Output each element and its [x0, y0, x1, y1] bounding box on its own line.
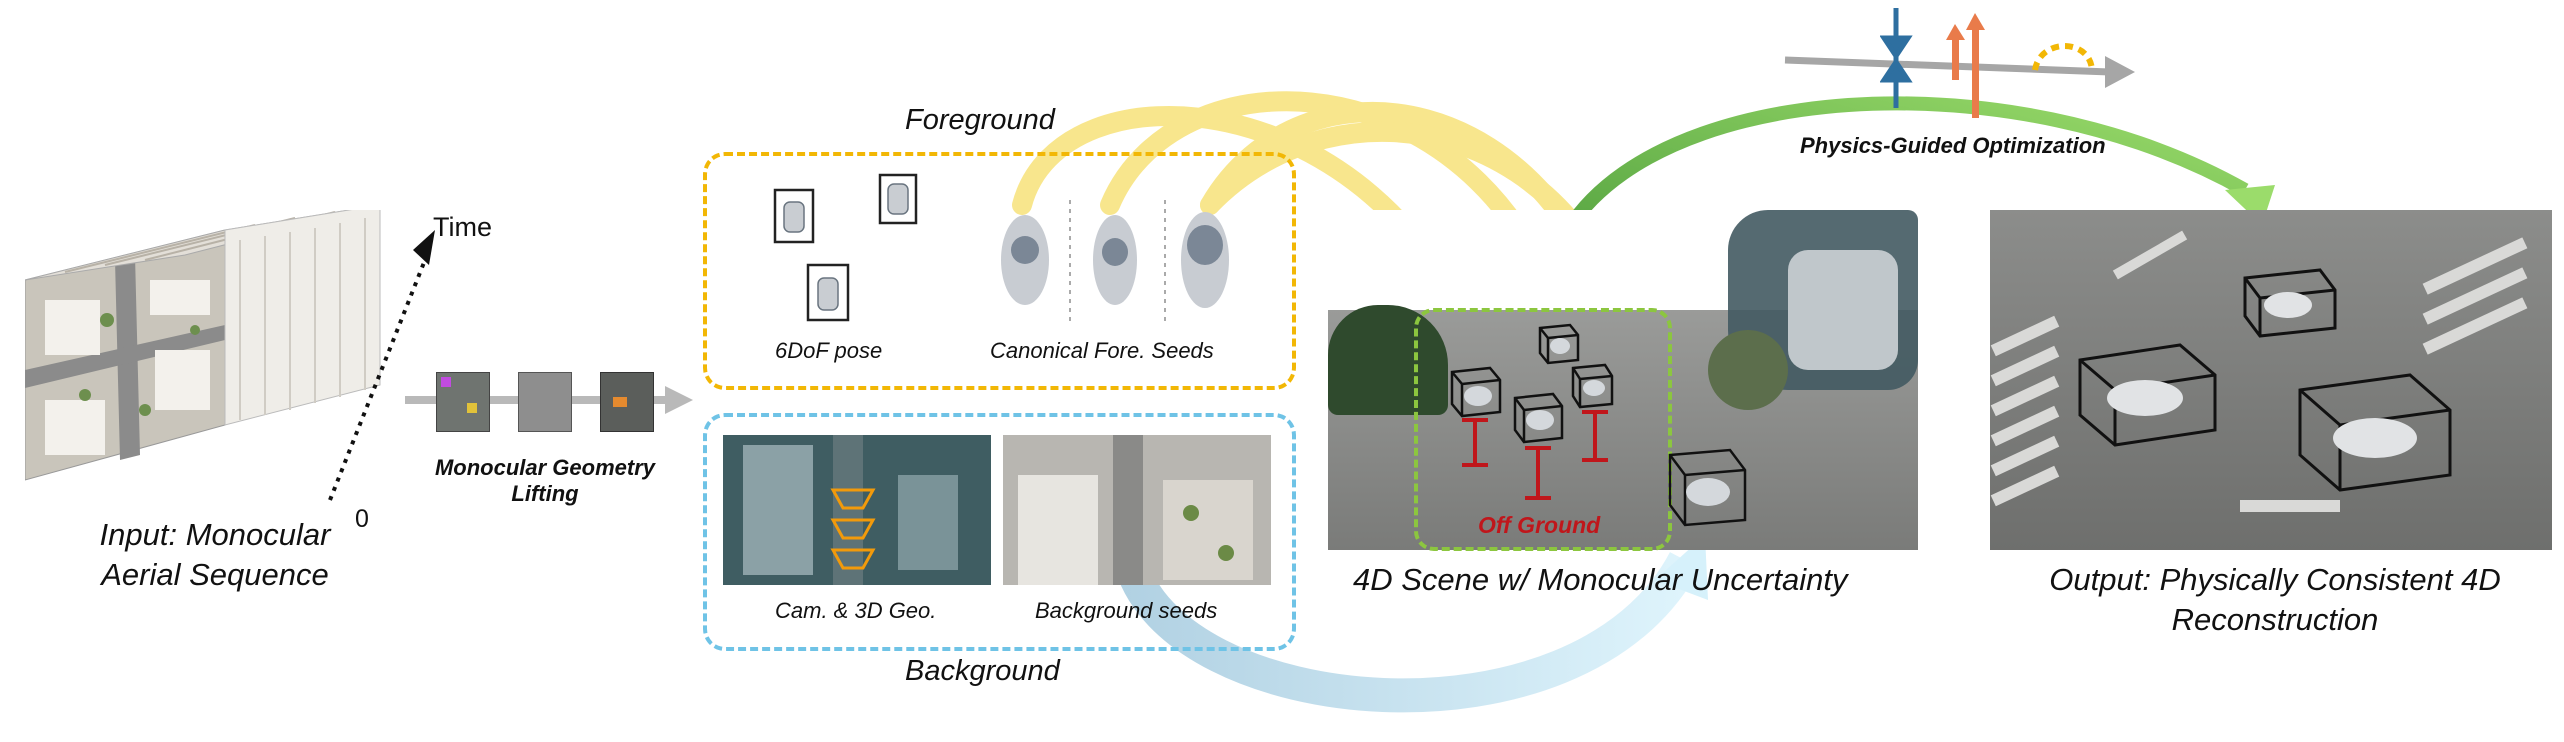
input-caption-line2: Aerial Sequence	[101, 557, 329, 592]
foreground-seeds	[1001, 200, 1229, 325]
output-crosswalk	[1990, 230, 2528, 512]
scene4d-caption: 4D Scene w/ Monocular Uncertainty	[1353, 562, 1848, 597]
rotation-icon	[2032, 43, 2095, 71]
lifting-label: Monocular Geometry Lifting	[410, 455, 680, 507]
off-ground-markers	[1462, 410, 1608, 500]
physics-icons	[1880, 8, 2095, 118]
uncertainty-region	[1414, 308, 1672, 551]
time-label: Time	[433, 212, 492, 242]
time-axis	[328, 230, 435, 501]
physics-label: Physics-Guided Optimization	[1800, 133, 2106, 158]
foreground-seeds-caption: Canonical Fore. Seeds	[990, 338, 1214, 363]
input-caption: Input: Monocular Aerial Sequence	[70, 515, 360, 595]
camera-frustums	[830, 488, 876, 570]
lifting-frame-3	[600, 372, 654, 432]
lifting-label-line1: Monocular Geometry	[434, 455, 656, 480]
cam-geo-image	[723, 435, 991, 585]
output-caption-line1: Output: Physically Consistent 4D	[2049, 562, 2501, 597]
off-ground-label: Off Ground	[1478, 512, 1601, 538]
lifting-frame-2	[518, 372, 572, 432]
background-seeds-caption: Background seeds	[1035, 598, 1218, 623]
physics-timeline	[1784, 56, 2135, 88]
background-arrow	[1113, 535, 1708, 713]
time-zero-label: 0	[355, 505, 369, 533]
foreground-title: Foreground	[905, 104, 1055, 136]
input-caption-line1: Input: Monocular	[99, 517, 331, 552]
foreground-panel	[703, 152, 1296, 390]
lifting-frame-1	[436, 372, 490, 432]
pose-boxes	[773, 173, 918, 322]
scene4d-image	[1328, 210, 1918, 550]
background-seeds-image	[1003, 435, 1271, 585]
lifting-frames	[430, 372, 660, 432]
background-title: Background	[905, 655, 1060, 687]
cam-geo-caption: Cam. & 3D Geo.	[775, 598, 937, 623]
compression-icon	[1880, 8, 1913, 108]
pose-caption: 6DoF pose	[775, 338, 883, 363]
output-caption-line2: Reconstruction	[2171, 602, 2379, 637]
input-aerial-stack	[25, 210, 381, 481]
background-panel	[703, 413, 1296, 651]
scene4d-boxes	[1450, 323, 1747, 527]
lifting-label-line2: Lifting	[511, 481, 579, 506]
output-image	[1990, 210, 2552, 550]
lift-force-icon	[1946, 13, 1985, 118]
output-caption: Output: Physically Consistent 4D Reconst…	[2005, 560, 2545, 640]
